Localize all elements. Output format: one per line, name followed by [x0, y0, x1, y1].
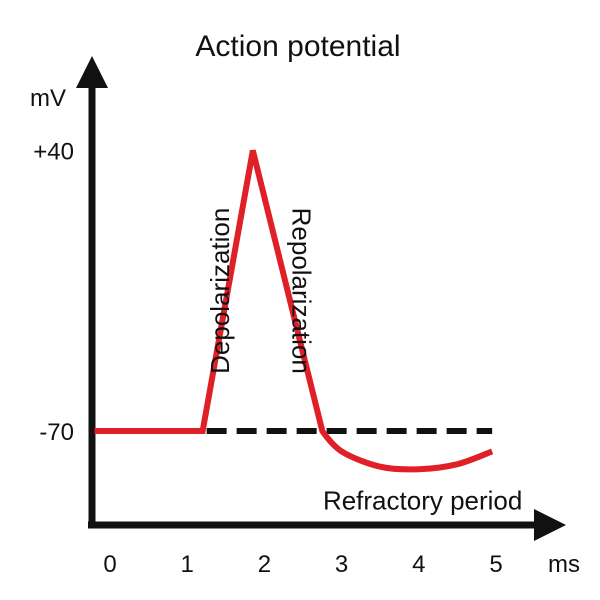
y-tick-labels: +40 -70 — [33, 139, 74, 447]
x-tick-label: 0 — [103, 551, 116, 578]
x-tick-label: 2 — [258, 551, 271, 578]
x-axis-arrowhead — [534, 509, 566, 541]
chart-title: Action potential — [195, 30, 400, 63]
y-axis-label: mV — [30, 85, 66, 112]
x-axis-label: ms — [548, 551, 580, 578]
y-axis-arrowhead — [76, 56, 108, 88]
x-tick-labels: 0 1 2 3 4 5 — [103, 551, 502, 578]
x-tick-label: 5 — [489, 551, 502, 578]
refractory-period-label: Refractory period — [323, 485, 522, 515]
x-tick-label: 4 — [412, 551, 425, 578]
depolarization-label: Depolarization — [205, 208, 235, 374]
repolarization-label: Repolarization — [286, 208, 316, 374]
y-tick-label: +40 — [33, 139, 74, 166]
x-tick-label: 1 — [181, 551, 194, 578]
y-tick-label: -70 — [39, 419, 74, 446]
action-potential-curve — [94, 149, 494, 473]
x-tick-label: 3 — [335, 551, 348, 578]
